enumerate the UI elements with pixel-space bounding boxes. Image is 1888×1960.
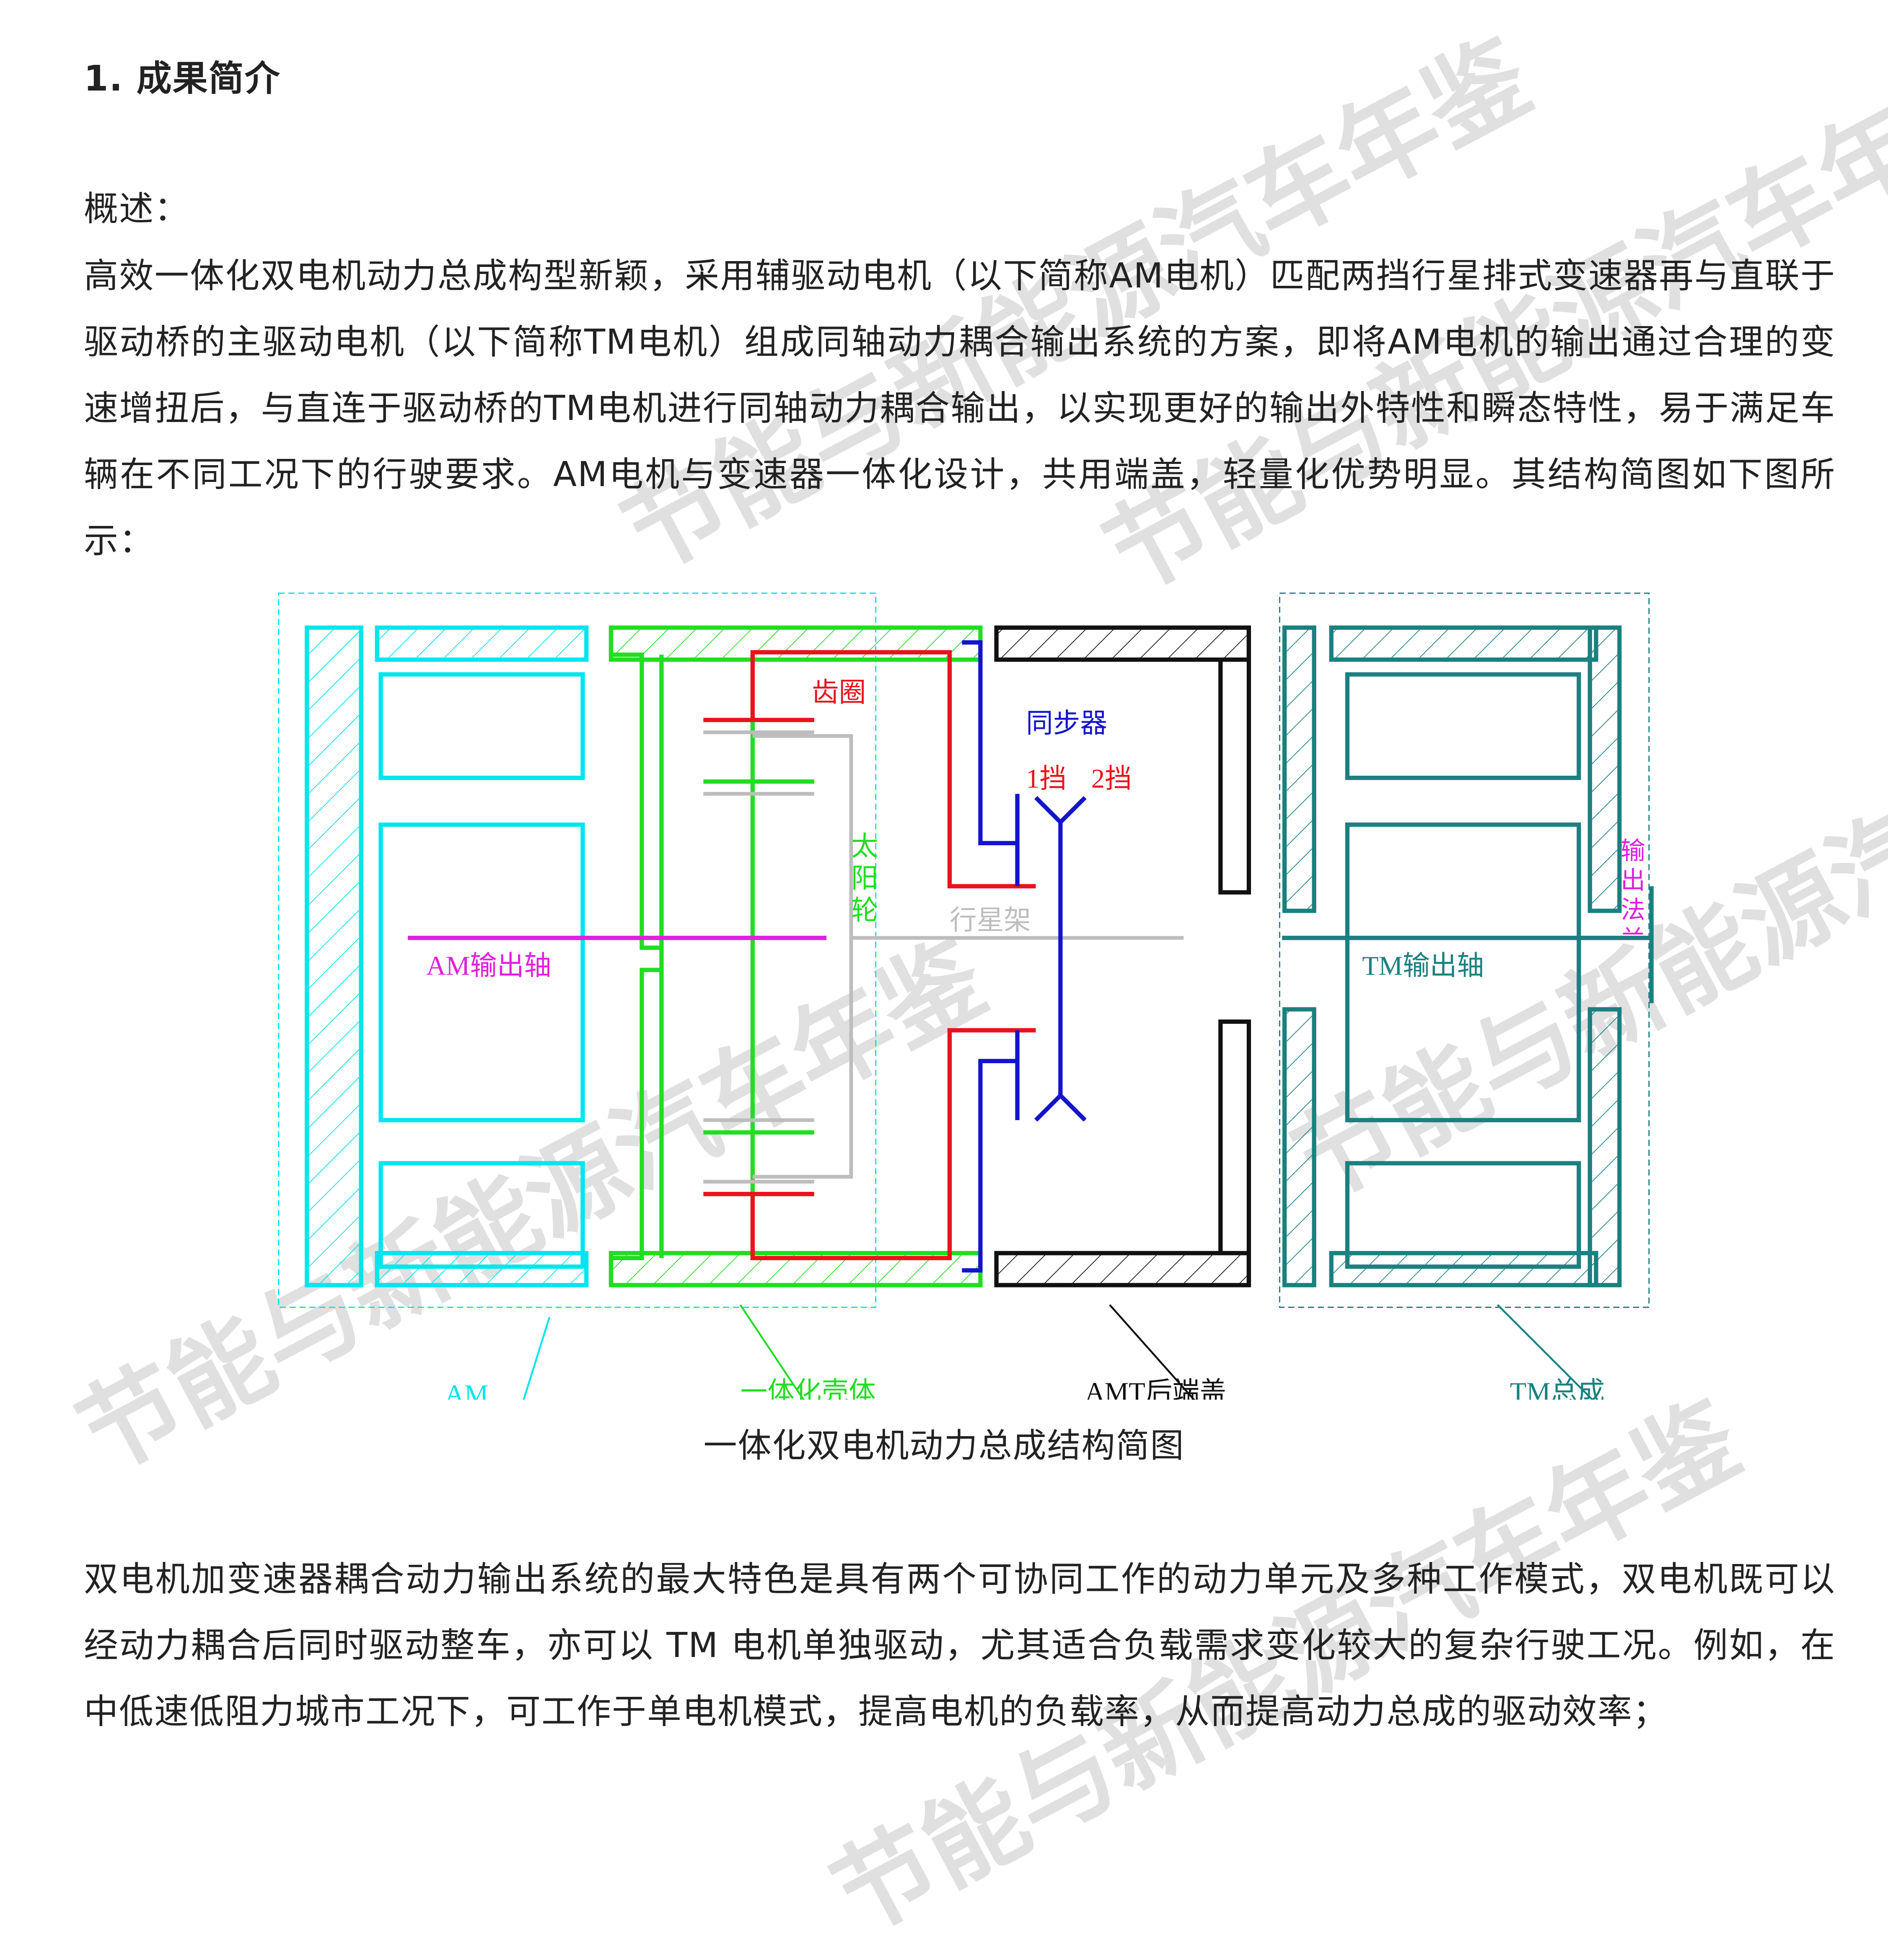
label-ring-gear: 齿圈: [812, 677, 866, 707]
am-motor: [278, 592, 877, 1308]
overview-label: 概述：: [84, 189, 190, 229]
section-heading: 1. 成果简介: [84, 58, 281, 99]
amt-rear-cover: [994, 625, 1251, 1287]
synchronizer: [962, 640, 1087, 1273]
label-housing: 一体化壳体: [740, 1377, 875, 1400]
label-gear1: 1挡: [1026, 764, 1067, 794]
label-sun-gear-box: 太阳轮: [851, 831, 878, 926]
label-sun-gear: 太阳轮: [851, 831, 878, 926]
label-flange-box: 输出法兰: [1621, 838, 1645, 935]
label-tm-assembly: TM总成: [1510, 1377, 1605, 1400]
powertrain-structure-diagram: 齿圈 同步器 1挡 2挡 行星架 AM输出轴 TM输出轴 AM 一体化壳体 AM…: [278, 592, 1654, 1400]
label-gear2: 2挡: [1091, 764, 1132, 794]
label-am: AM: [445, 1379, 488, 1400]
leader-lines: [523, 1304, 1594, 1400]
tm-assembly: [1279, 592, 1654, 1308]
intro-paragraph: 高效一体化双电机动力总成构型新颖，采用辅驱动电机（以下简称AM电机）匹配两挡行星…: [84, 256, 1836, 561]
label-amt-cover: AMT后端盖: [1085, 1377, 1226, 1400]
planet-carrier: [703, 730, 1184, 1184]
label-synchronizer: 同步器: [1026, 708, 1107, 738]
document-page: 节能与新能源汽车年鉴 节能与新能源汽车年鉴 节能与新能源汽车年鉴 节能与新能源汽…: [60, 17, 1888, 1955]
figure-caption: 一体化双电机动力总成结构简图: [703, 1426, 1185, 1465]
integrated-housing: [609, 625, 983, 1287]
label-carrier: 行星架: [950, 905, 1031, 935]
ring-gear: [703, 650, 1036, 1261]
sun-gear: [703, 779, 814, 1135]
label-tm-shaft: TM输出轴: [1362, 950, 1484, 981]
label-flange: 输出法兰: [1621, 838, 1645, 935]
features-paragraph: 双电机加变速器耦合动力输出系统的最大特色是具有两个可协同工作的动力单元及多种工作…: [84, 1559, 1836, 1732]
label-am-shaft: AM输出轴: [426, 950, 551, 981]
